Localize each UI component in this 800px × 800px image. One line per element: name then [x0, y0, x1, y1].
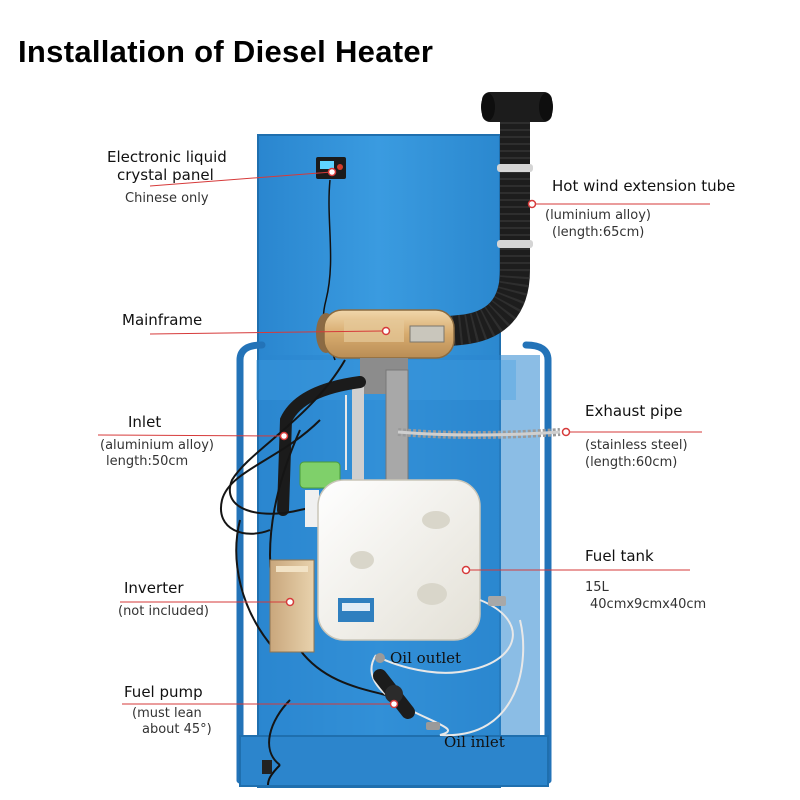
fuel-lines: [345, 395, 525, 737]
page-title: Installation of Diesel Heater: [18, 34, 434, 69]
fuel-tank-label: Fuel tank: [585, 547, 654, 565]
hot-wind-extension-tube: [425, 92, 553, 347]
fuel-tank-body: [299, 461, 481, 641]
fuel-pump-device: [373, 669, 415, 719]
mainframe-label: Mainframe: [122, 311, 203, 329]
base-plate: [239, 735, 549, 787]
inverter-note: (not included): [118, 604, 209, 619]
fuel-pump-note-line2: about 45°): [142, 722, 212, 737]
exhaust-pipe-material: (stainless steel): [585, 438, 688, 453]
hot-wind-tube-label: Hot wind extension tube: [552, 177, 736, 195]
panel-note: Chinese only: [125, 191, 209, 206]
inlet-material: (aluminium alloy): [100, 438, 214, 453]
hot-wind-tube-length: (length:65cm): [552, 225, 645, 240]
mounting-bracket: [352, 369, 409, 481]
oil-outlet-label: Oil outlet: [390, 649, 462, 667]
inverter-label: Inverter: [124, 579, 184, 597]
power-plug: [262, 760, 272, 774]
inlet-label: Inlet: [128, 413, 162, 431]
panel-label-line1: Electronic liquid: [107, 148, 227, 166]
fuel-tank-capacity: 15L: [585, 580, 609, 595]
fuel-pump-label: Fuel pump: [124, 683, 203, 701]
oil-inlet-label: Oil inlet: [444, 733, 505, 751]
inlet-tube: [277, 376, 366, 516]
panel-label-line2: crystal panel: [117, 166, 214, 184]
fuel-tank-dimensions: 40cmx9cmx40cm: [590, 597, 707, 612]
hot-wind-tube-material: (luminium alloy): [545, 208, 651, 223]
inverter-device: [269, 559, 315, 653]
callout-leaders: [97, 171, 710, 705]
callout-target-dots: [279, 167, 571, 709]
exhaust-pipe-label: Exhaust pipe: [585, 402, 683, 420]
power-cord: [267, 764, 281, 786]
fuel-pump-note-line1: (must lean: [132, 706, 202, 721]
exhaust-pipe-highlight: [397, 430, 561, 437]
inlet-length: length:50cm: [106, 454, 189, 469]
exhaust-pipe-length: (length:60cm): [585, 455, 678, 470]
fuel-line-fittings: [375, 596, 506, 730]
